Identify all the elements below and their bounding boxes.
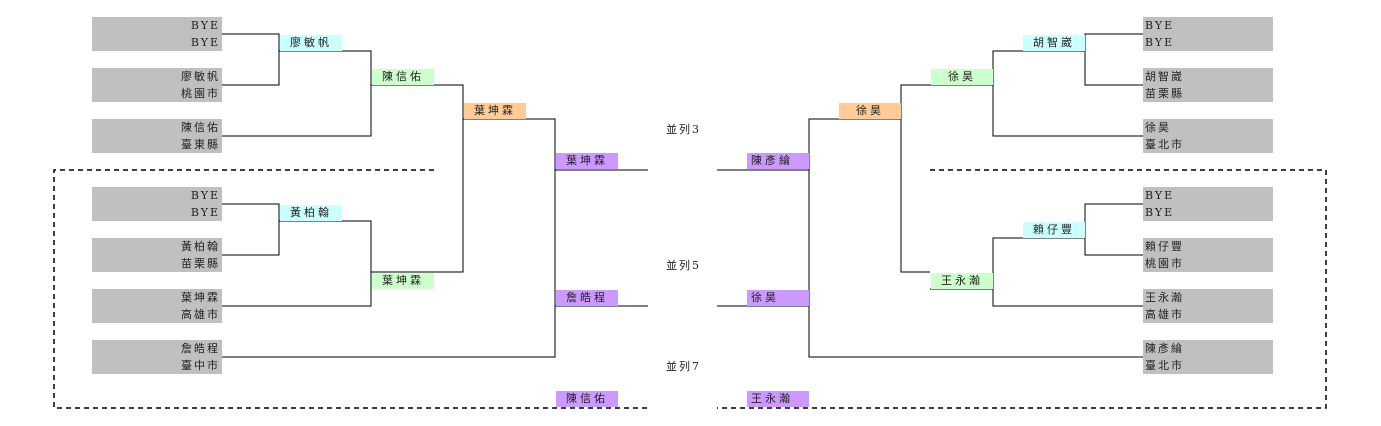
right-entry: BYE BYE	[1143, 17, 1273, 51]
left-r2-connector-top	[222, 50, 434, 137]
entry-team: BYE	[1145, 206, 1175, 219]
right-entry: BYE BYE	[1143, 187, 1273, 221]
entry-team: 高雄市	[1145, 308, 1184, 321]
right-round1-winner: 胡智崴	[1023, 35, 1085, 51]
left-round2-winner: 陳信佑	[372, 69, 434, 85]
left-r1-connector-top	[222, 33, 342, 86]
right-placement-1: 陳彥綸	[747, 153, 809, 169]
entry-team: BYE	[190, 36, 220, 49]
entry-name: BYE	[190, 189, 220, 202]
tie-label: 並列7	[666, 360, 701, 373]
entry-name: 徐昊	[1145, 121, 1171, 134]
right-entry: 王永瀚 高雄市	[1143, 289, 1273, 323]
right-r1-connector-bottom	[1022, 203, 1143, 256]
entry-name: 廖敏帆	[181, 70, 220, 83]
right-round2-winner: 王永瀚	[931, 273, 993, 289]
entry-team: 苗栗縣	[1145, 87, 1184, 100]
left-placement-2: 詹皓程	[556, 290, 618, 306]
left-round1-winner: 黃柏翰	[280, 205, 342, 221]
entry-name: 陳彥綸	[1145, 342, 1184, 355]
entry-name: 賴仔豐	[1145, 240, 1184, 253]
left-entry: 廖敏帆 桃園市	[92, 68, 222, 102]
entry-name: 王永瀚	[1145, 291, 1184, 304]
right-placement-2: 徐昊	[747, 290, 809, 306]
right-r2-connector-top	[930, 50, 1143, 137]
entry-name: 詹皓程	[181, 342, 220, 355]
left-entry: 陳信佑 臺東縣	[92, 119, 222, 153]
right-final-connector	[717, 118, 1143, 358]
left-entry: 黃柏翰 苗栗縣	[92, 238, 222, 272]
entry-name: BYE	[190, 19, 220, 32]
left-round3-winner: 葉坤霖	[464, 103, 526, 119]
entry-team: BYE	[190, 206, 220, 219]
entry-team: 桃園市	[1145, 257, 1184, 270]
entry-name: BYE	[1145, 19, 1175, 32]
left-dashed-group	[53, 169, 648, 409]
entry-name: 葉坤霖	[181, 291, 220, 304]
right-round2-winner: 徐昊	[931, 69, 993, 85]
left-placement-3: 陳信佑	[556, 391, 618, 407]
left-r1-connector-bottom	[222, 203, 342, 256]
right-r1-connector-top	[1022, 33, 1143, 86]
left-r2-connector-bottom	[222, 220, 434, 307]
entry-team: 苗栗縣	[181, 257, 220, 270]
right-entry: 胡智崴 苗栗縣	[1143, 68, 1273, 102]
entry-team: 臺北市	[1145, 359, 1184, 372]
entry-name: 黃柏翰	[181, 240, 220, 253]
entry-team: 臺北市	[1145, 138, 1184, 151]
left-final-connector	[222, 118, 648, 358]
tie-label: 並列5	[666, 259, 701, 272]
entry-name: 胡智崴	[1145, 70, 1184, 83]
right-r3-connector	[838, 84, 930, 273]
left-r3-connector	[434, 84, 526, 273]
right-entry: 陳彥綸 臺北市	[1143, 340, 1273, 374]
tie-label: 並列3	[666, 123, 701, 136]
right-r2-connector-bottom	[930, 237, 1143, 307]
left-round1-winner: 廖敏帆	[280, 35, 342, 51]
entry-team: BYE	[1145, 36, 1175, 49]
right-round3-winner: 徐昊	[839, 103, 901, 119]
entry-team: 高雄市	[181, 308, 220, 321]
right-entry: 徐昊 臺北市	[1143, 119, 1273, 153]
right-placement-3: 王永瀚	[747, 391, 809, 407]
left-entry: 詹皓程 臺中市	[92, 340, 222, 374]
left-entry: 葉坤霖 高雄市	[92, 289, 222, 323]
entry-team: 臺東縣	[181, 138, 220, 151]
left-entry: BYE BYE	[92, 17, 222, 51]
entry-name: 陳信佑	[181, 121, 220, 134]
left-entry: BYE BYE	[92, 187, 222, 221]
right-entry: 賴仔豐 桃園市	[1143, 238, 1273, 272]
right-round1-winner: 賴仔豐	[1023, 222, 1085, 238]
entry-team: 臺中市	[181, 359, 220, 372]
left-placement-1: 葉坤霖	[556, 153, 618, 169]
right-dashed-group	[717, 169, 1327, 409]
left-round2-winner: 葉坤霖	[372, 273, 434, 289]
entry-name: BYE	[1145, 189, 1175, 202]
entry-team: 桃園市	[181, 87, 220, 100]
